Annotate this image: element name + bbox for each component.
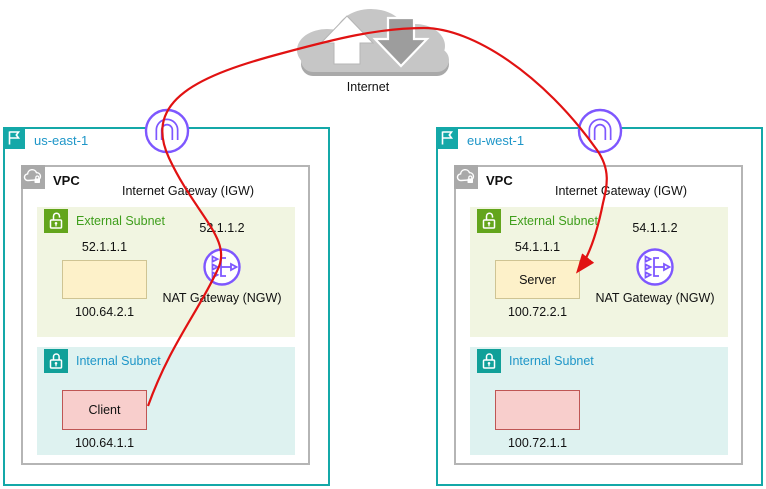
unlock-icon <box>44 209 68 233</box>
internal-subnet: Internal Subnet Client 100.64.1.1 <box>37 347 295 455</box>
lock-icon <box>44 349 68 373</box>
lock-icon <box>477 349 501 373</box>
external-subnet-label: External Subnet <box>509 214 598 228</box>
internet-gateway-icon <box>576 107 624 155</box>
instance-box: Client <box>62 390 147 430</box>
nat-public-ip-label: 52.1.1.2 <box>199 221 245 235</box>
region-flag-icon <box>436 127 458 149</box>
region-name: us-east-1 <box>34 133 89 148</box>
region-eu-west-1: eu-west-1 VPC Internet Gateway (IGW) Ext… <box>436 127 763 486</box>
private-ip-label: 100.72.2.1 <box>507 305 568 319</box>
vpc-container: VPC Internet Gateway (IGW) External Subn… <box>454 165 743 465</box>
nat-gateway-icon <box>635 247 675 287</box>
private-ip-label: 100.64.1.1 <box>74 436 135 450</box>
vpc-container: VPC Internet Gateway (IGW) External Subn… <box>21 165 310 465</box>
internal-subnet-label: Internal Subnet <box>509 354 594 368</box>
external-subnet: External Subnet 54.1.1.1 Server 100.72.2… <box>470 207 728 337</box>
instance-name: Client <box>88 403 121 417</box>
internet-gateway-icon <box>143 107 191 155</box>
internet-label: Internet <box>346 80 390 94</box>
internal-subnet-label: Internal Subnet <box>76 354 161 368</box>
vpc-label: VPC <box>53 173 80 188</box>
nat-gateway-icon <box>202 247 242 287</box>
public-ip-label: 52.1.1.1 <box>81 240 128 254</box>
private-ip-label: 100.72.1.1 <box>507 436 568 450</box>
nat-gateway-label: NAT Gateway (NGW) <box>162 291 282 305</box>
nat-gateway-label: NAT Gateway (NGW) <box>595 291 715 305</box>
nat-public-ip-label: 54.1.1.2 <box>632 221 678 235</box>
igw-label: Internet Gateway (IGW) <box>122 184 254 198</box>
internet-cloud-icon <box>297 9 449 76</box>
region-flag-icon <box>3 127 25 149</box>
vpc-cloud-icon <box>21 165 45 189</box>
vpc-cloud-icon <box>454 165 478 189</box>
region-us-east-1: us-east-1 VPC Internet Gateway (IGW) Ext… <box>3 127 330 486</box>
unlock-icon <box>477 209 501 233</box>
vpc-label: VPC <box>486 173 513 188</box>
igw-label: Internet Gateway (IGW) <box>555 184 687 198</box>
instance-name: Server <box>519 272 556 287</box>
instance-box <box>62 260 147 299</box>
region-name: eu-west-1 <box>467 133 525 148</box>
instance-box <box>495 390 580 430</box>
internal-subnet: Internal Subnet 100.72.1.1 <box>470 347 728 455</box>
external-subnet: External Subnet 52.1.1.1 100.64.2.1 52.1… <box>37 207 295 337</box>
external-subnet-label: External Subnet <box>76 214 165 228</box>
public-ip-label: 54.1.1.1 <box>514 240 561 254</box>
private-ip-label: 100.64.2.1 <box>74 305 135 319</box>
